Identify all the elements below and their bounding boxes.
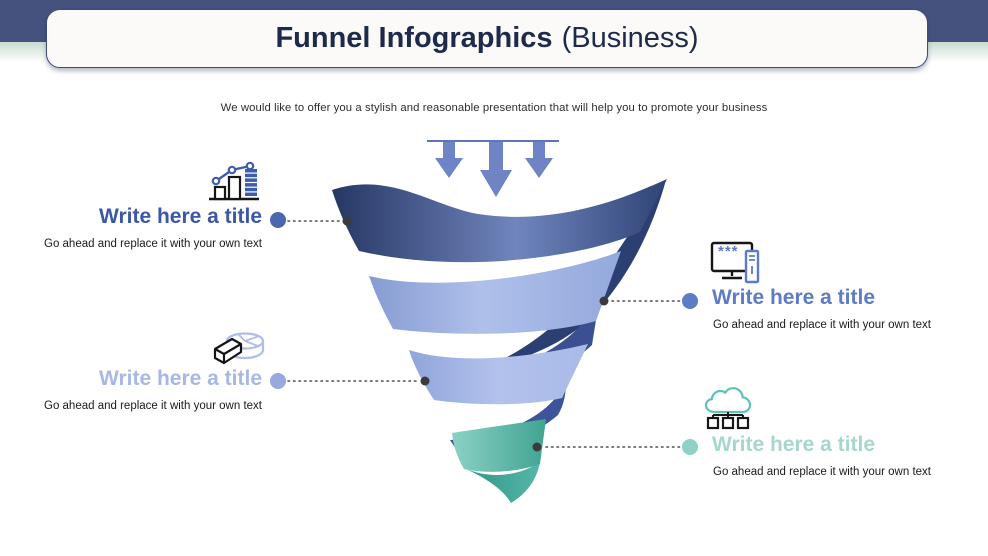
callout-1-icon-wrap (206, 158, 262, 202)
callout-bullet-4 (682, 439, 698, 455)
callout-bullet-2 (682, 293, 698, 309)
funnel-level-1 (332, 179, 667, 263)
connectors (287, 220, 681, 448)
callout-2-icon-wrap: *** (710, 240, 762, 288)
inflow-arrows (427, 140, 559, 197)
funnel-level-4 (452, 419, 546, 472)
callout-bullet-1 (270, 212, 286, 228)
callout-bullets (270, 212, 698, 455)
bar-chart-icon (209, 161, 259, 201)
pie-chart-icon (213, 332, 265, 365)
callout-bullet-3 (270, 373, 286, 389)
connector-dot-4 (532, 442, 542, 452)
slide-subtitle: We would like to offer you a stylish and… (220, 102, 768, 114)
callout-2-title: Write here a title (712, 286, 875, 309)
connector-dot-2 (599, 296, 609, 306)
callout-4-description: Go ahead and replace it with your own te… (713, 466, 931, 478)
connector-dots (342, 216, 609, 452)
callout-3-description: Go ahead and replace it with your own te… (44, 400, 262, 412)
funnel-level-2 (369, 251, 621, 334)
callout-3-icon-wrap (210, 331, 265, 373)
monitor-tower-icon: *** (710, 241, 760, 284)
callout-2-description: Go ahead and replace it with your own te… (713, 319, 931, 331)
cloud-network-icon (704, 387, 752, 430)
callout-1-description: Go ahead and replace it with your own te… (44, 238, 262, 250)
page-title-main: Funnel Infographics (275, 22, 553, 54)
page-title-sub: (Business) (561, 22, 699, 54)
connector-dot-3 (420, 376, 430, 386)
connector-dot-1 (342, 216, 352, 226)
callout-4-icon-wrap (703, 387, 755, 431)
funnel-tip (464, 462, 540, 503)
funnel-level-3 (409, 344, 588, 405)
svg-text:***: *** (718, 243, 739, 260)
callout-3-title: Write here a title (99, 367, 262, 390)
callout-4-title: Write here a title (712, 433, 875, 456)
title-card: Funnel Infographics (Business) (46, 9, 928, 68)
callout-1-title: Write here a title (99, 205, 262, 228)
